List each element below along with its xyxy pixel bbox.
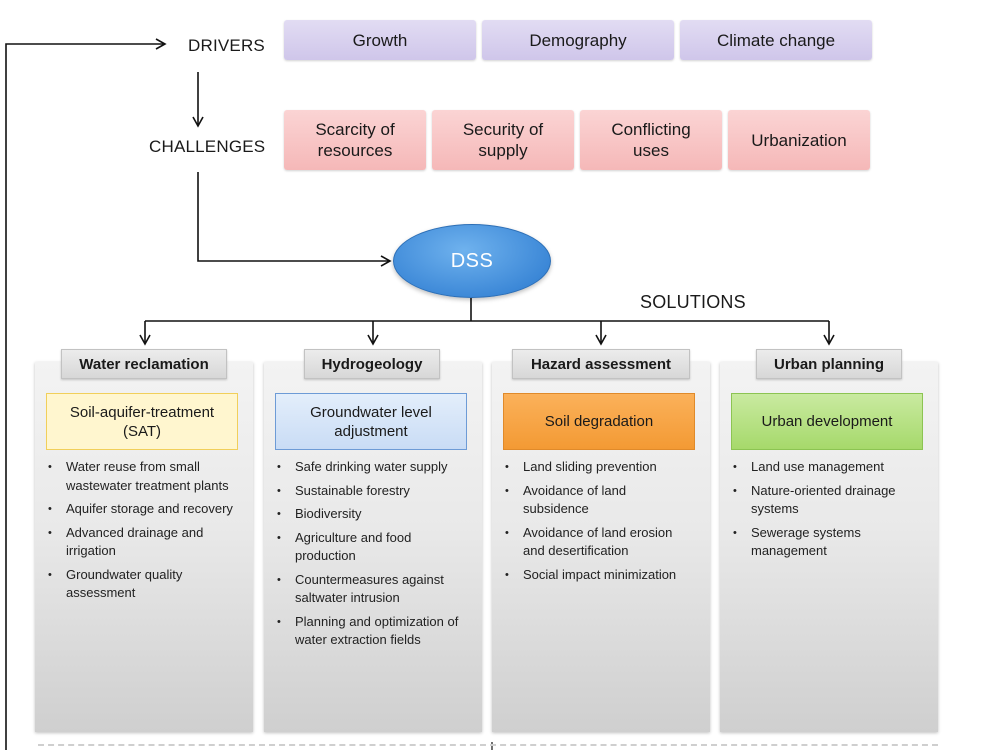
- list-item: Nature-oriented drainage systems: [729, 482, 929, 519]
- list-item: Countermeasures against saltwater intrus…: [273, 571, 463, 608]
- drivers-label: DRIVERS: [188, 36, 265, 55]
- column-title-hydrogeology: Hydrogeology: [304, 349, 440, 379]
- list-item: Land sliding prevention: [501, 458, 691, 477]
- column-title-hazard-assessment: Hazard assessment: [512, 349, 690, 379]
- challenges-label: CHALLENGES: [149, 137, 266, 156]
- column-title-water-reclamation: Water reclamation: [61, 349, 227, 379]
- list-hazard-assessment: Land sliding prevention Avoidance of lan…: [501, 458, 691, 589]
- list-item: Avoidance of land erosion and desertific…: [501, 524, 691, 561]
- challenge-scarcity: Scarcity of resources: [284, 110, 426, 170]
- driver-growth: Growth: [284, 20, 476, 60]
- list-item: Aquifer storage and recovery: [44, 500, 234, 519]
- list-item: Groundwater quality assessment: [44, 566, 234, 603]
- list-urban-planning: Land use management Nature-oriented drai…: [729, 458, 929, 566]
- driver-climate-change: Climate change: [680, 20, 872, 60]
- list-item: Sewerage systems management: [729, 524, 929, 561]
- list-item: Social impact minimization: [501, 566, 691, 585]
- challenge-conflicting-uses: Conflicting uses: [580, 110, 722, 170]
- bottom-dashed-divider: [38, 744, 938, 746]
- feedback-loop-line: [5, 38, 167, 750]
- challenge-urbanization: Urbanization: [728, 110, 870, 170]
- subtitle-soil-degradation: Soil degradation: [503, 393, 695, 450]
- list-item: Water reuse from small wastewater treatm…: [44, 458, 234, 495]
- list-item: Advanced drainage and irrigation: [44, 524, 234, 561]
- subtitle-groundwater-level: Groundwater level adjustment: [275, 393, 467, 450]
- list-item: Sustainable forestry: [273, 482, 463, 501]
- solutions-label: SOLUTIONS: [640, 292, 746, 312]
- dss-node: DSS: [393, 224, 551, 298]
- list-item: Biodiversity: [273, 505, 463, 524]
- column-title-urban-planning: Urban planning: [756, 349, 902, 379]
- list-item: Planning and optimization of water extra…: [273, 613, 463, 650]
- list-hydrogeology: Safe drinking water supply Sustainable f…: [273, 458, 463, 655]
- driver-demography: Demography: [482, 20, 674, 60]
- subtitle-urban-development: Urban development: [731, 393, 923, 450]
- challenges-to-dss-arrow: [197, 172, 392, 267]
- list-water-reclamation: Water reuse from small wastewater treatm…: [44, 458, 234, 608]
- list-item: Land use management: [729, 458, 929, 477]
- subtitle-sat: Soil-aquifer-treatment (SAT): [46, 393, 238, 450]
- list-item: Safe drinking water supply: [273, 458, 463, 477]
- list-item: Agriculture and food production: [273, 529, 463, 566]
- list-item: Avoidance of land subsidence: [501, 482, 691, 519]
- challenge-security: Security of supply: [432, 110, 574, 170]
